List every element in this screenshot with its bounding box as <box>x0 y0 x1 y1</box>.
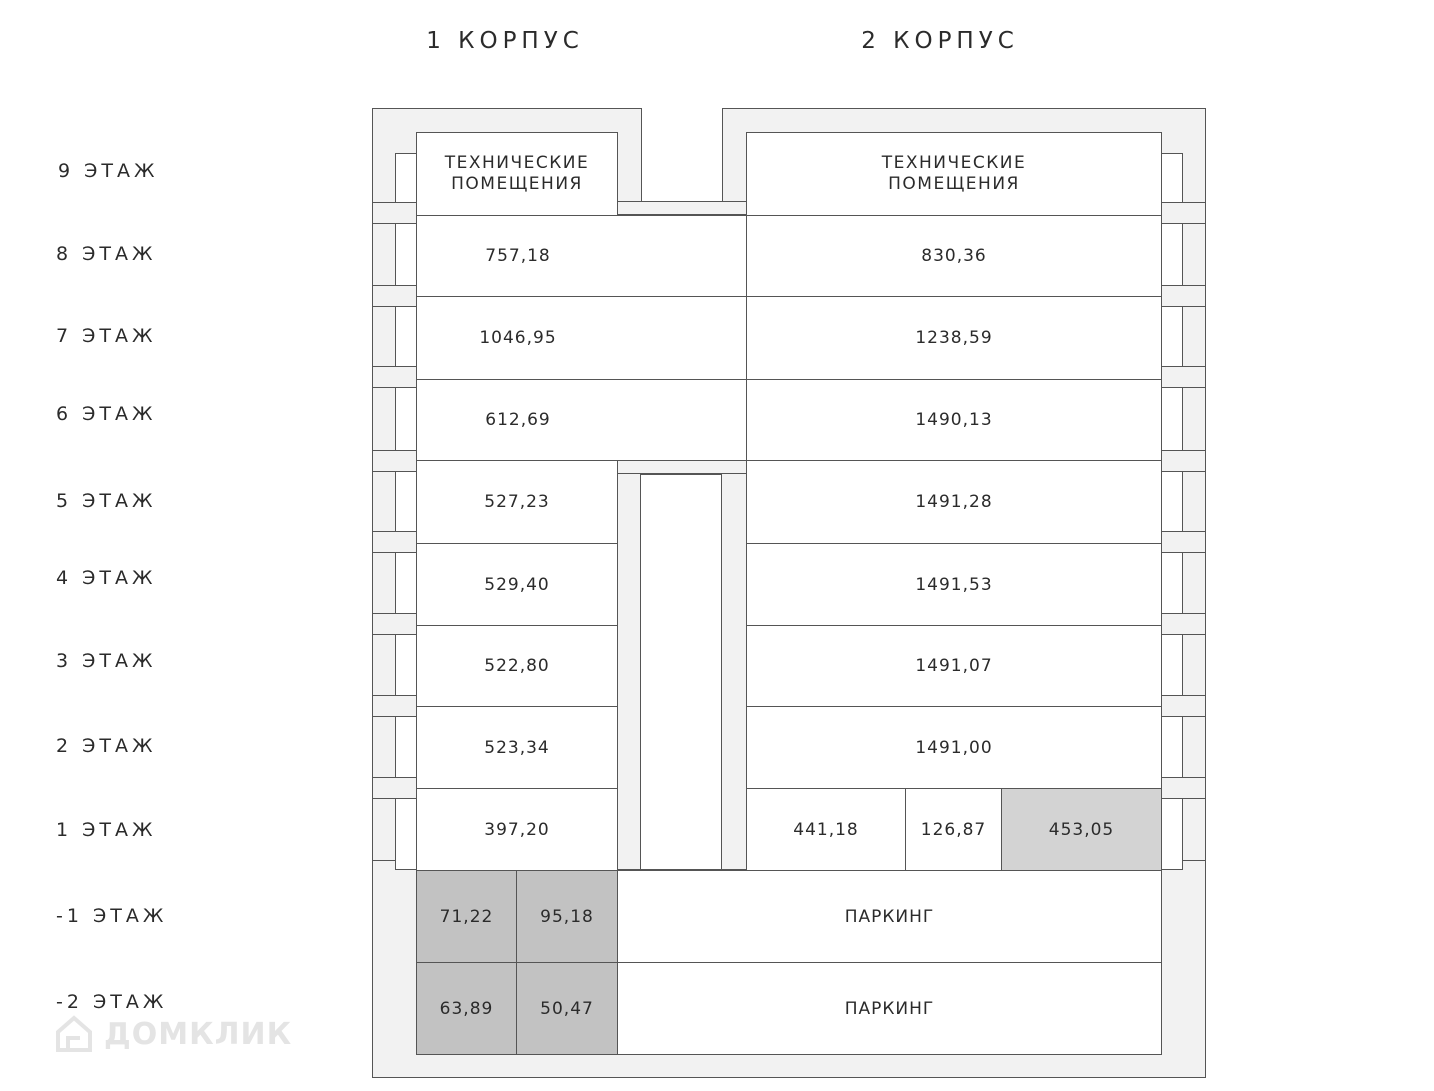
unit-k2-floor-3[interactable]: 1491,07 <box>746 625 1162 707</box>
unit-k1-floor-6[interactable]: 612,69 <box>416 379 747 461</box>
unit-k2-floor-4[interactable]: 1491,53 <box>746 543 1162 626</box>
unit-k2-floor-6[interactable]: 1490,13 <box>746 379 1162 461</box>
building-1-facade <box>395 153 417 870</box>
floor-label-minus-2: -2 ЭТАЖ <box>56 991 168 1013</box>
floor-label-4: 4 ЭТАЖ <box>56 567 157 589</box>
unit-k1-floor-4[interactable]: 529,40 <box>416 543 618 626</box>
unit-k1-floor-8[interactable]: 757,18 <box>416 215 747 297</box>
floor-label-5: 5 ЭТАЖ <box>56 490 157 512</box>
facade-band <box>1161 285 1206 307</box>
unit-k2-floor-1-c-selected[interactable]: 453,05 <box>1001 788 1162 871</box>
unit-k1-floor-5[interactable]: 527,23 <box>416 460 618 544</box>
unit-k2-floor-7[interactable]: 1238,59 <box>746 296 1162 380</box>
unit-k2-floor-8[interactable]: 830,36 <box>746 215 1162 297</box>
facade-band <box>1161 777 1206 799</box>
floor-label-8: 8 ЭТАЖ <box>56 243 157 265</box>
connector-mid <box>617 460 747 474</box>
facade-band <box>1161 450 1206 472</box>
parking-minus-1[interactable]: ПАРКИНГ <box>617 870 1162 963</box>
floor-label-minus-1: -1 ЭТАЖ <box>56 905 168 927</box>
parking-minus-2[interactable]: ПАРКИНГ <box>617 962 1162 1055</box>
tech-room-building-1[interactable]: ТЕХНИЧЕСКИЕ ПОМЕЩЕНИЯ <box>416 132 618 216</box>
house-icon <box>56 1015 92 1052</box>
unit-area: 1046,95 <box>479 328 557 348</box>
building-2-title: 2 КОРПУС <box>861 28 1019 54</box>
facade-band <box>372 450 417 472</box>
facade-band <box>1161 613 1206 635</box>
facade-band <box>1161 202 1206 224</box>
facade-band <box>372 285 417 307</box>
unit-k1-floor-1[interactable]: 397,20 <box>416 788 618 871</box>
connector-top <box>617 201 747 215</box>
facade-band <box>372 366 417 388</box>
building-2-facade <box>1161 153 1183 870</box>
building-1-title: 1 КОРПУС <box>426 28 584 54</box>
storage-minus1-b[interactable]: 95,18 <box>516 870 618 963</box>
floor-label-9: 9 ЭТАЖ <box>58 160 159 182</box>
floor-label-6: 6 ЭТАЖ <box>56 403 157 425</box>
unit-k1-floor-7[interactable]: 1046,95 <box>416 296 747 380</box>
floor-label-1: 1 ЭТАЖ <box>56 819 157 841</box>
unit-area: 612,69 <box>485 410 551 430</box>
unit-k2-floor-2[interactable]: 1491,00 <box>746 706 1162 789</box>
facade-band <box>372 613 417 635</box>
floor-label-2: 2 ЭТАЖ <box>56 735 157 757</box>
facade-band <box>372 202 417 224</box>
unit-k1-floor-3[interactable]: 522,80 <box>416 625 618 707</box>
floor-label-7: 7 ЭТАЖ <box>56 325 157 347</box>
facade-band <box>372 531 417 553</box>
facade-band <box>1161 695 1206 717</box>
facade-band <box>372 695 417 717</box>
unit-k2-floor-1-a[interactable]: 441,18 <box>746 788 906 871</box>
unit-k2-floor-1-b[interactable]: 126,87 <box>905 788 1002 871</box>
unit-k1-floor-2[interactable]: 523,34 <box>416 706 618 789</box>
floor-label-3: 3 ЭТАЖ <box>56 650 157 672</box>
facade-band <box>1161 366 1206 388</box>
unit-k2-floor-5[interactable]: 1491,28 <box>746 460 1162 544</box>
watermark-text: ДОМКЛИК <box>104 1016 293 1052</box>
storage-minus1-a[interactable]: 71,22 <box>416 870 517 963</box>
facade-band <box>1161 531 1206 553</box>
facade-band <box>372 777 417 799</box>
watermark-logo: ДОМКЛИК <box>52 1012 292 1056</box>
stair-shaft <box>640 474 722 870</box>
storage-minus2-a[interactable]: 63,89 <box>416 962 517 1055</box>
unit-area: 757,18 <box>485 246 551 266</box>
storage-minus2-b[interactable]: 50,47 <box>516 962 618 1055</box>
tech-room-building-2[interactable]: ТЕХНИЧЕСКИЕ ПОМЕЩЕНИЯ <box>746 132 1162 216</box>
